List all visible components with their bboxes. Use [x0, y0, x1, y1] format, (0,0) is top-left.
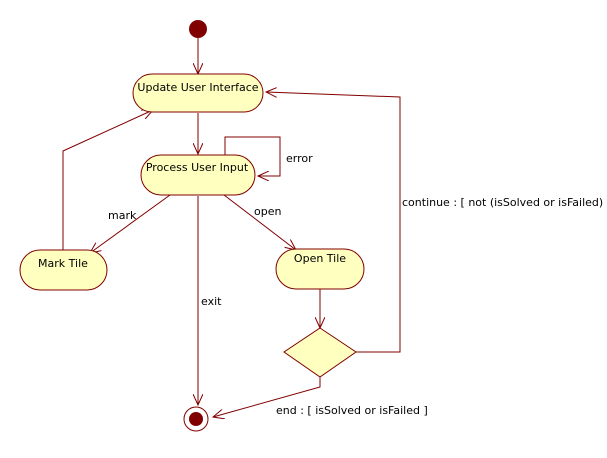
node-process-user-input: Process User Input [140, 154, 256, 196]
edge-label-end: end : [ isSolved or isFailed ] [276, 404, 428, 417]
node-label-open: Open Tile [294, 252, 346, 265]
edge-label-continue: continue : [ not (isSolved or isFailed) … [402, 196, 607, 209]
edge-mark-to-update [62, 110, 153, 250]
edge-decision-to-end [213, 377, 321, 417]
edge-label-mark: mark [108, 209, 137, 222]
edge-label-exit: exit [201, 295, 222, 308]
edge-decision-to-update [266, 92, 401, 353]
edge-error-loop [224, 136, 281, 176]
node-label-update: Update User Interface [137, 81, 258, 94]
node-mark-tile: Mark Tile [19, 249, 108, 291]
final-node [183, 406, 209, 432]
node-open-tile: Open Tile [275, 248, 365, 290]
node-update-user-interface: Update User Interface [132, 73, 264, 113]
edge-label-error: error [286, 152, 313, 165]
node-label-process: Process User Input [146, 161, 249, 174]
decision-node [283, 327, 357, 378]
node-label-mark: Mark Tile [38, 257, 88, 270]
edges [62, 38, 401, 417]
edge-label-open: open [254, 205, 281, 218]
edge-process-to-mark [90, 194, 171, 253]
initial-node [189, 20, 207, 38]
edge-process-to-open [223, 194, 296, 250]
